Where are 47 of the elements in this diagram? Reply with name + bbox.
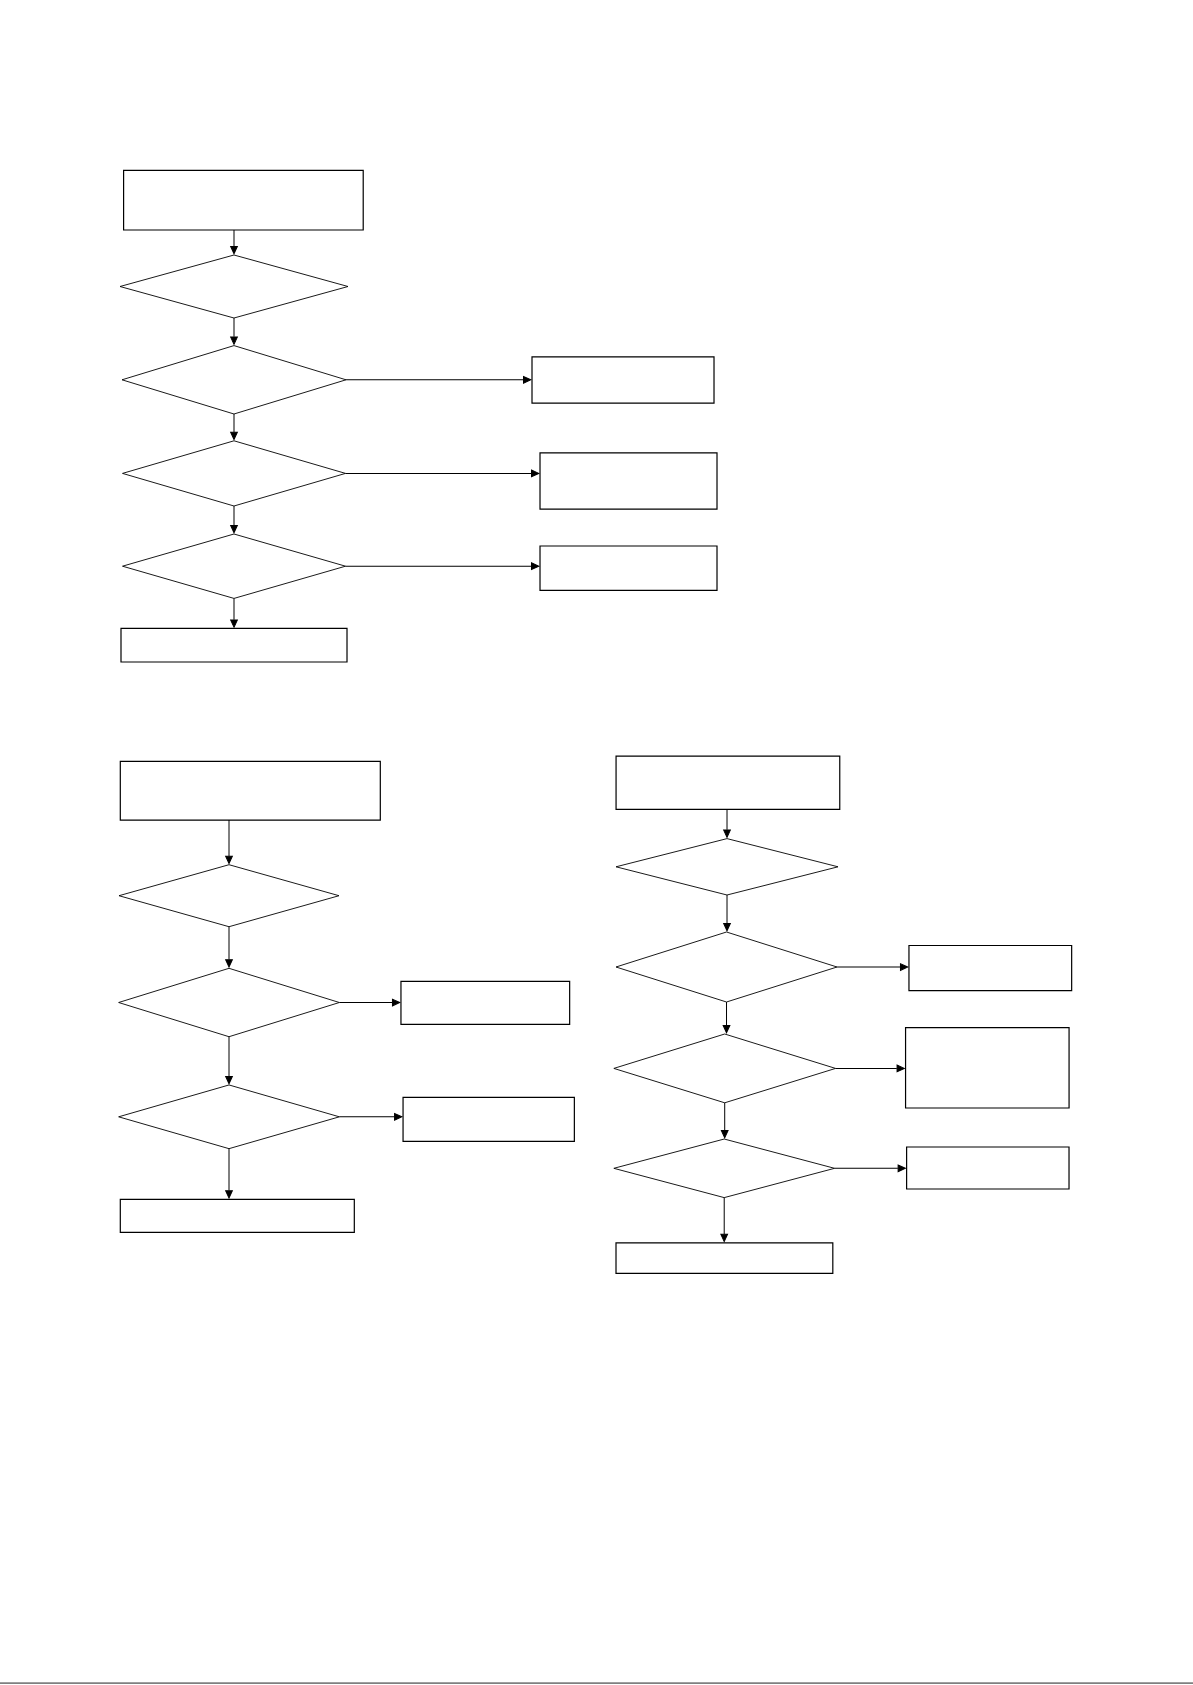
arrow (225, 926, 233, 968)
arrow (338, 998, 401, 1007)
decision-diamond (121, 345, 347, 415)
arrow (723, 808, 731, 838)
process-box (539, 452, 718, 510)
arrow (230, 317, 238, 345)
arrow (230, 413, 238, 441)
decision-diamond (615, 838, 839, 896)
process-box (531, 356, 715, 404)
process-box (906, 1146, 1070, 1190)
arrow (720, 1102, 729, 1139)
process-box (539, 545, 718, 591)
process-box (123, 169, 364, 231)
arrow (225, 1148, 233, 1199)
arrow (835, 1064, 905, 1073)
arrow (834, 1164, 906, 1173)
process-box (119, 1198, 355, 1233)
arrow (225, 1036, 233, 1085)
decision-diamond (118, 1084, 340, 1150)
decision-diamond (118, 864, 340, 928)
arrow (230, 597, 238, 628)
arrow (722, 1001, 731, 1034)
arrow (836, 963, 909, 971)
decision-diamond (122, 533, 346, 599)
decision-diamond (615, 931, 838, 1003)
process-box (120, 627, 348, 663)
decision-diamond (118, 967, 340, 1038)
decision-diamond (122, 440, 346, 507)
process-box (615, 1242, 834, 1274)
arrow (230, 505, 238, 534)
process-box (402, 1096, 575, 1142)
process-box (615, 755, 841, 810)
arrow (225, 819, 233, 864)
arrow (338, 1112, 403, 1121)
decision-diamond (613, 1138, 836, 1199)
arrow (345, 469, 540, 478)
arrow (345, 375, 532, 384)
decision-diamond (119, 254, 349, 319)
process-box (400, 980, 571, 1025)
process-box (908, 944, 1073, 992)
arrow (720, 1197, 729, 1243)
arrow (345, 562, 540, 571)
arrow (230, 229, 238, 255)
process-box (904, 1027, 1070, 1109)
process-box (119, 760, 381, 821)
arrow (723, 894, 731, 932)
decision-diamond (613, 1033, 836, 1104)
